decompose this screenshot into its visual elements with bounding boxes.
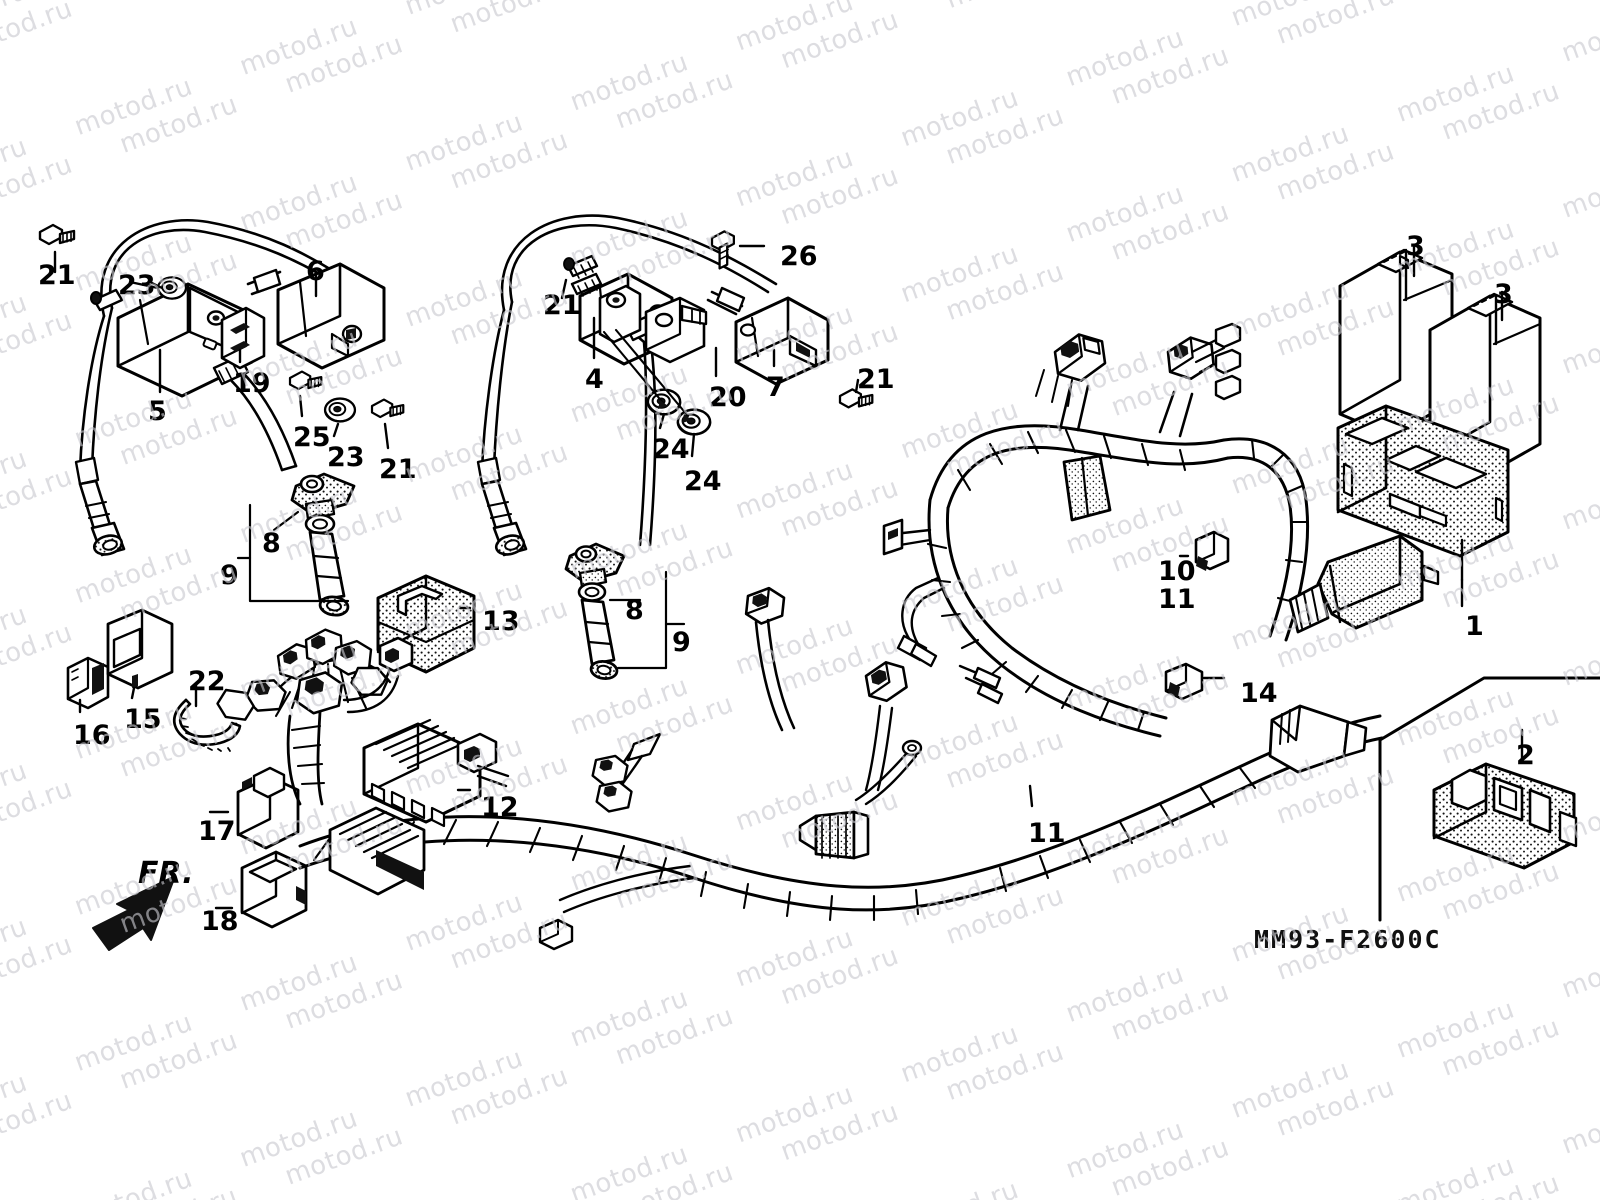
callout-9-spark-plug-wire-assy-left: 9 [220, 560, 239, 591]
callout-9-spark-plug-wire-assy-right: 9 [672, 627, 691, 658]
front-direction-label: FR. [138, 856, 194, 891]
callout-3-cdi-unit-right: 3 [1494, 279, 1513, 310]
callout-2-fuse-holder-inset: 2 [1516, 740, 1535, 771]
callout-17-connector-3p: 17 [198, 816, 236, 847]
callout-25-bolt-coil-mount: 25 [293, 422, 331, 453]
callout-10-harness-clip-10: 10 [1158, 556, 1196, 587]
callout-6-ignition-coil-rear: 6 [306, 256, 325, 287]
callout-22-cable-band: 22 [188, 666, 226, 697]
callout-18-connector-housing: 18 [201, 906, 239, 937]
callout-11-harness-clip-11: 11 [1158, 584, 1196, 615]
callout-24-grommet-lower: 24 [684, 466, 722, 497]
callout-21-bolt-flange-upper-left: 21 [38, 260, 76, 291]
callout-21-bolt-flange-coil: 21 [379, 454, 417, 485]
callout-8-spark-plug-cap-left: 8 [262, 528, 281, 559]
callout-5-ignition-coil-front: 5 [148, 396, 167, 427]
callout-24-grommet-upper: 24 [652, 434, 690, 465]
callout-21-bolt-flange-right: 21 [857, 364, 895, 395]
callout-11-wire-harness-main: 11 [1028, 818, 1066, 849]
callout-19-coil-mount-bracket: 19 [233, 368, 271, 399]
callout-7-ignition-coil-right: 7 [766, 372, 785, 403]
callout-26-bolt-special-center: 26 [780, 241, 818, 272]
callout-16-connector-small: 16 [73, 720, 111, 751]
callout-21-bolt-flange-center: 21 [543, 290, 581, 321]
callout-15-relay-switch: 15 [124, 704, 162, 735]
callout-8-spark-plug-cap-right: 8 [625, 595, 644, 626]
callout-3-cdi-unit-left: 3 [1406, 231, 1425, 262]
callout-23-nut-washer-upper-left: 23 [118, 270, 156, 301]
callout-13-relay-box: 13 [482, 606, 520, 637]
diagram-code: MM93-F2600C [1254, 925, 1442, 954]
callout-12-regulator-rectifier: 12 [481, 792, 519, 823]
callout-4-ignition-coil-center: 4 [585, 364, 604, 395]
callout-20-coil-bracket-center: 20 [709, 382, 747, 413]
callout-1-fuse-box: 1 [1465, 611, 1484, 642]
callout-14-wire-clip: 14 [1240, 678, 1278, 709]
callout-23-nut-washer-coil: 23 [327, 442, 365, 473]
